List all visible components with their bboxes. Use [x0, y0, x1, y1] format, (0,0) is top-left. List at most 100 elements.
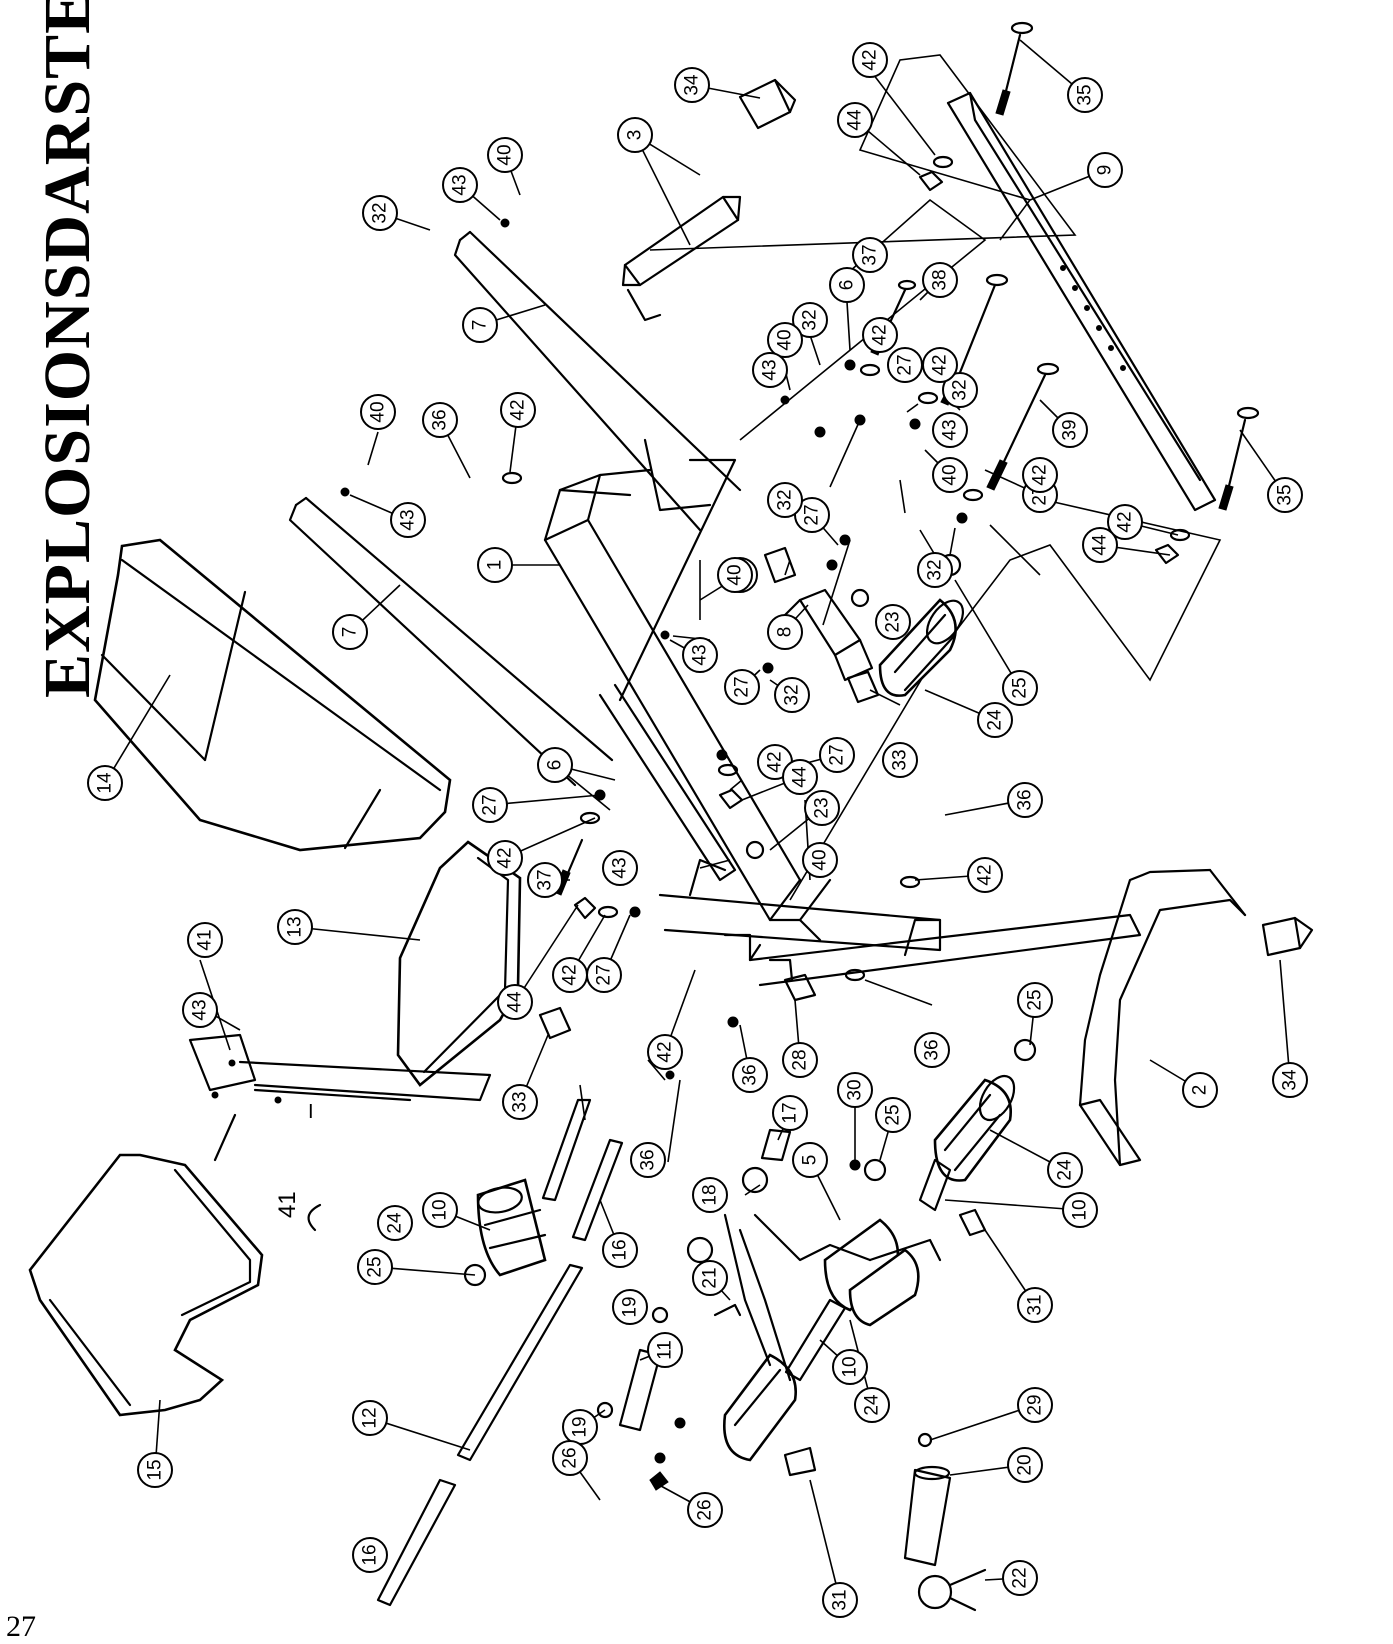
svg-text:2: 2	[1190, 1085, 1211, 1096]
bushing-29	[917, 1432, 933, 1448]
svg-text:36: 36	[1015, 789, 1036, 810]
svg-text:42: 42	[765, 751, 786, 772]
callout-8: 8	[767, 614, 803, 650]
callout-43e: 43	[682, 637, 718, 673]
callout-27c: 27	[724, 669, 760, 705]
callout-33b: 33	[882, 742, 918, 778]
callout-44d: 44	[497, 984, 533, 1020]
callout-39: 39	[1052, 412, 1088, 448]
label-41-handwritten: 41	[274, 1191, 322, 1232]
svg-text:43: 43	[940, 419, 961, 440]
callout-27a: 27	[472, 787, 508, 823]
tube-3	[621, 195, 742, 322]
clip-21	[713, 1303, 742, 1317]
washers	[501, 155, 1191, 982]
callout-25c: 25	[875, 1097, 911, 1133]
callout-24c: 24	[377, 1205, 413, 1241]
svg-text:40: 40	[940, 464, 961, 485]
svg-text:42: 42	[975, 864, 996, 885]
svg-text:16: 16	[610, 1239, 631, 1260]
callout-29: 29	[1017, 1387, 1053, 1423]
svg-text:32: 32	[775, 489, 796, 510]
callout-42h: 42	[552, 957, 588, 993]
svg-text:37: 37	[860, 244, 881, 265]
frame-2	[1078, 868, 1247, 1167]
sleeves-33	[538, 546, 880, 1040]
roller-24-center	[878, 598, 965, 697]
callout-27b: 27	[586, 957, 622, 993]
callout-42g: 42	[487, 840, 523, 876]
bracket-43	[188, 1033, 492, 1162]
svg-text:19: 19	[620, 1296, 641, 1317]
callout-43d: 43	[932, 412, 968, 448]
callout-19a: 19	[612, 1289, 648, 1325]
svg-text:40: 40	[810, 849, 831, 870]
svg-text:43: 43	[450, 174, 471, 195]
callout-36d: 36	[732, 1057, 768, 1093]
callout-11: 11	[647, 1332, 683, 1368]
svg-text:25: 25	[883, 1104, 904, 1125]
svg-text:32: 32	[800, 309, 821, 330]
callout-34a: 34	[674, 67, 710, 103]
callout-36e: 36	[630, 1142, 666, 1178]
svg-text:22: 22	[1010, 1567, 1031, 1588]
svg-text:37: 37	[535, 869, 556, 890]
bar-10-lower	[784, 1298, 847, 1382]
bar-10-right	[918, 1158, 952, 1212]
callouts: 1 2 3 5 6 6 7 7 8 9 10 10 10 11 12 13 14…	[87, 42, 1308, 1618]
svg-text:3: 3	[625, 130, 646, 141]
callout-27f: 27	[887, 347, 923, 383]
svg-text:5: 5	[800, 1155, 821, 1166]
callout-25a: 25	[1002, 670, 1038, 706]
callout-24a: 24	[977, 702, 1013, 738]
callout-26b: 26	[687, 1492, 723, 1528]
callout-18: 18	[692, 1177, 728, 1213]
callout-33c: 33	[502, 1084, 538, 1120]
svg-text:40: 40	[368, 401, 389, 422]
callout-6a: 6	[537, 747, 573, 783]
svg-text:14: 14	[95, 772, 116, 794]
svg-text:6: 6	[837, 280, 858, 291]
svg-text:42: 42	[860, 49, 881, 70]
callout-36b: 36	[1007, 782, 1043, 818]
svg-text:41: 41	[274, 1191, 301, 1218]
end-cap-34-bottom	[1261, 916, 1314, 957]
svg-text:43: 43	[190, 999, 211, 1020]
callout-16a: 16	[602, 1232, 638, 1268]
svg-text:27: 27	[895, 354, 916, 375]
callout-5: 5	[792, 1142, 828, 1178]
roller-24-left	[476, 1178, 547, 1277]
svg-text:36: 36	[922, 1039, 943, 1060]
callout-12: 12	[352, 1400, 388, 1436]
callout-10c: 10	[832, 1349, 868, 1385]
svg-text:19: 19	[570, 1416, 591, 1437]
svg-text:24: 24	[862, 1394, 883, 1416]
spring-clip-22	[917, 1568, 987, 1612]
callout-35b: 35	[1267, 477, 1303, 513]
svg-text:34: 34	[1280, 1069, 1301, 1091]
small-hardware	[274, 218, 968, 1464]
callout-40b: 40	[360, 394, 396, 430]
svg-text:33: 33	[890, 749, 911, 770]
svg-text:25: 25	[1025, 989, 1046, 1010]
callout-32b: 32	[792, 302, 828, 338]
callout-23b: 23	[804, 790, 840, 826]
svg-text:39: 39	[1060, 419, 1081, 440]
svg-text:24: 24	[985, 709, 1006, 731]
svg-text:43: 43	[610, 857, 631, 878]
svg-text:8: 8	[775, 627, 796, 638]
callout-34b: 34	[1272, 1062, 1308, 1098]
roller-24-right	[933, 1074, 1016, 1182]
svg-text:10: 10	[1070, 1199, 1091, 1220]
svg-text:10: 10	[840, 1356, 861, 1377]
callout-42e: 42	[1022, 457, 1058, 493]
leg-arm-5	[723, 1213, 942, 1382]
svg-text:16: 16	[360, 1544, 381, 1565]
svg-text:42: 42	[870, 324, 891, 345]
callout-23a: 23	[875, 604, 911, 640]
callout-27d: 27	[819, 737, 855, 773]
svg-text:43: 43	[760, 359, 781, 380]
callout-15: 15	[137, 1452, 173, 1488]
svg-text:31: 31	[1025, 1294, 1046, 1315]
